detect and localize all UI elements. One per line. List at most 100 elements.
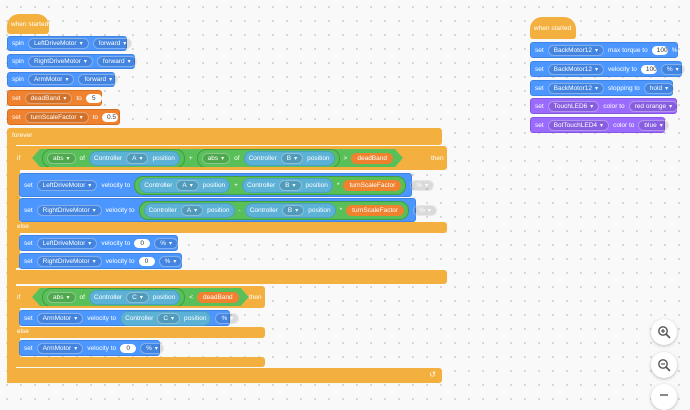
unit-dropdown[interactable]: % [413,204,437,216]
spin-arm-block[interactable]: spin ArmMotor forward [7,72,119,87]
deadband-variable[interactable]: deadBand [197,292,239,303]
velocity-input[interactable]: 0 [134,238,151,248]
turnscale-variable[interactable]: turnScaleFactor [346,204,405,216]
set-arm-velocity-zero-block[interactable]: set ArmMotor velocity to 0 % [19,340,164,356]
forever-footer: ↺ [7,368,442,383]
set-right-velocity-block[interactable]: set RightDriveMotor velocity to Controll… [19,198,437,222]
value-input[interactable]: 5 [85,93,102,103]
forever-block[interactable]: forever [7,128,442,145]
unit-dropdown[interactable]: % [158,255,183,267]
block-verb: set [12,113,21,121]
zoom-out-button[interactable] [651,352,677,378]
set-left-velocity-block[interactable]: set LeftDriveMotor velocity to Controlle… [19,173,435,197]
device-dropdown[interactable]: BotTouchLED4 [547,119,610,131]
axis-dropdown[interactable]: A [126,153,148,164]
then-label: then [249,294,262,301]
velocity-input[interactable]: 0 [138,256,155,266]
motor-dropdown[interactable]: ArmMotor [36,312,84,324]
velocity-input[interactable]: 0 [120,343,137,353]
controller-position-reporter[interactable]: Controller A position [89,151,180,166]
set-bottouchled-color-block[interactable]: set BotTouchLED4 color to blue [530,117,669,133]
axis-dropdown[interactable]: B [281,204,305,216]
set-right-velocity-zero-block[interactable]: set RightDriveMotor velocity to 0 % [19,253,183,269]
reset-zoom-button[interactable] [651,384,677,410]
direction-dropdown[interactable]: forward [92,38,133,49]
greater-than-condition[interactable]: abs of Controller A position + abs of Co… [32,149,403,167]
when-started-hat[interactable]: when started [530,17,576,39]
forever-arm [7,143,16,383]
deadband-variable[interactable]: deadBand [351,153,393,164]
abs-operator[interactable]: abs of Controller C position [42,288,185,307]
value-input[interactable]: 0.5 [102,112,118,122]
multiply-operator[interactable]: Controller A position - Controller B pos… [138,200,410,220]
math-function-dropdown[interactable]: abs [202,153,231,164]
controller-position-reporter[interactable]: Controller B position [244,202,336,218]
math-function-dropdown[interactable]: abs [47,292,76,303]
set-stopping-block[interactable]: set BackMotor12 stopping to hold [530,80,675,96]
if-footer-2 [13,357,265,367]
velocity-input[interactable]: 100 [640,64,657,74]
axis-dropdown[interactable]: A [176,179,199,191]
unit-dropdown[interactable]: % [140,342,164,354]
set-arm-velocity-block[interactable]: set ArmMotor velocity to Controller C po… [19,310,240,326]
set-left-velocity-zero-block[interactable]: set LeftDriveMotor velocity to 0 % [19,235,179,251]
to-label: to [76,94,82,102]
controller-position-reporter[interactable]: Controller B position [244,151,335,166]
motor-dropdown[interactable]: LeftDriveMotor [36,179,98,191]
if-footer-1 [13,270,447,284]
controller-position-reporter[interactable]: Controller A position [143,202,235,218]
hat-label: when started [534,24,572,32]
motor-dropdown[interactable]: RightDriveMotor [36,255,102,267]
spin-right-drive-block[interactable]: spin RightDriveMotor forward [7,54,137,69]
set-turnscale-block[interactable]: set turnScaleFactor to 0.5 [7,109,120,125]
hat-label: when started [11,20,49,28]
variable-dropdown[interactable]: turnScaleFactor [24,111,89,123]
motor-dropdown[interactable]: BackMotor12 [547,82,604,94]
color-dropdown[interactable]: blue [638,119,669,131]
unit-dropdown[interactable]: % [154,237,179,249]
axis-dropdown[interactable]: C [157,312,181,324]
axis-dropdown[interactable]: C [126,292,149,303]
math-function-dropdown[interactable]: abs [47,153,76,164]
spin-left-drive-block[interactable]: spin LeftDriveMotor forward [7,36,133,51]
when-started-hat[interactable]: when started [7,14,49,34]
controller-position-reporter[interactable]: Controller C position [89,290,180,305]
if-label: if [17,155,21,162]
abs-operator[interactable]: abs of Controller A position [42,149,185,168]
device-dropdown[interactable]: TouchLED6 [547,100,600,112]
motor-dropdown[interactable]: RightDriveMotor [36,204,102,216]
direction-dropdown[interactable]: forward [96,56,137,67]
zoom-in-button[interactable] [651,319,677,345]
controller-position-reporter[interactable]: Controller C position [120,310,212,326]
axis-dropdown[interactable]: B [279,179,302,191]
motor-dropdown[interactable]: LeftDriveMotor [27,38,89,49]
variable-dropdown[interactable]: deadBand [24,92,73,104]
less-than-condition[interactable]: abs of Controller C position < deadBand [32,288,249,306]
multiply-operator[interactable]: Controller A position + Controller B pos… [134,175,407,195]
motor-dropdown[interactable]: RightDriveMotor [27,56,93,67]
controller-position-reporter[interactable]: Controller A position [139,177,231,193]
set-touchled-color-block[interactable]: set TouchLED6 color to red orange [530,98,679,114]
set-max-torque-block[interactable]: set BackMotor12 max torque to 100 % [530,42,678,58]
motor-dropdown[interactable]: LeftDriveMotor [36,237,98,249]
axis-dropdown[interactable]: A [180,204,204,216]
motor-dropdown[interactable]: BackMotor12 [547,44,604,56]
direction-dropdown[interactable]: forward [78,74,119,85]
motor-dropdown[interactable]: ArmMotor [27,74,75,85]
motor-dropdown[interactable]: BackMotor12 [547,63,604,75]
color-dropdown[interactable]: red orange [628,100,679,112]
set-deadband-block[interactable]: set deadBand to 5 [7,90,102,106]
block-verb: set [12,94,21,102]
turnscale-variable[interactable]: turnScaleFactor [343,179,402,191]
stopping-mode-dropdown[interactable]: hold [643,82,675,94]
unit-dropdown[interactable]: % [410,179,435,191]
unit-dropdown[interactable]: % [660,63,685,75]
unit-dropdown[interactable]: % [215,312,240,324]
else-label: else [17,223,29,230]
motor-dropdown[interactable]: ArmMotor [36,342,84,354]
controller-position-reporter[interactable]: Controller B position [241,177,333,193]
torque-input[interactable]: 100 [651,45,668,55]
set-velocity-block[interactable]: set BackMotor12 velocity to 100 % [530,61,685,77]
axis-dropdown[interactable]: B [281,153,303,164]
abs-operator[interactable]: abs of Controller B position [197,149,340,168]
